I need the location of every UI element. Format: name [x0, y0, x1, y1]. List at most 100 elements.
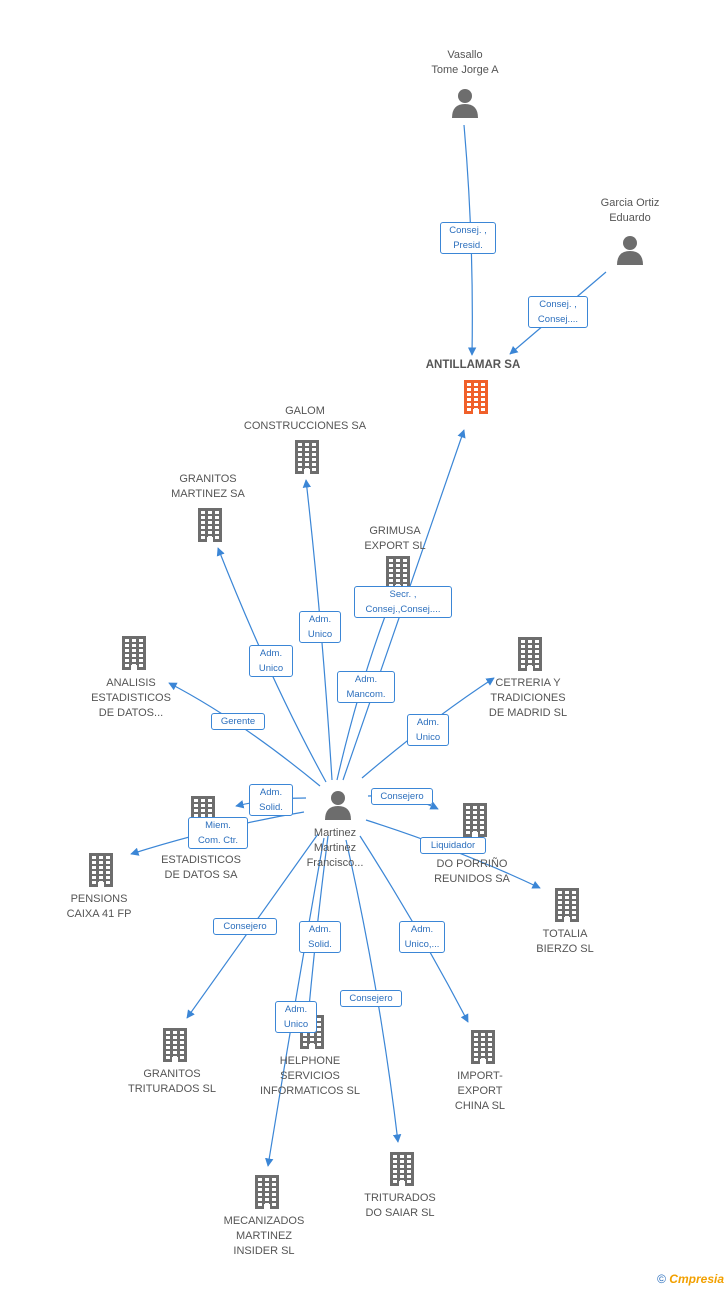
edge-label-line: Miem.: [205, 820, 231, 831]
building-icon[interactable]: [461, 380, 491, 419]
copyright-symbol: ©: [657, 1272, 666, 1286]
node-label-line: ANALISIS: [106, 677, 156, 689]
building-icon[interactable]: [252, 1175, 282, 1214]
edge-label-line: Solid.: [259, 802, 283, 813]
edge-label-line: Unico,...: [404, 939, 440, 950]
empresia-footer[interactable]: © Cmpresia: [657, 1272, 724, 1286]
node-label-line: REUNIDOS SA: [434, 873, 510, 885]
person-icon[interactable]: [324, 790, 352, 825]
node-label-line: ESTADISTICOS: [161, 854, 241, 866]
node-label-line: TRADICIONES: [490, 692, 566, 704]
edge-label-line: Secr. ,: [389, 589, 417, 600]
node-label-granitos_mart[interactable]: GRANITOS MARTINEZ SA: [138, 472, 278, 502]
building-icon[interactable]: [460, 803, 490, 842]
edge-label-martinez-analisis2[interactable]: Adm.Solid.: [249, 784, 293, 816]
node-label-line: MARTINEZ SA: [171, 488, 245, 500]
node-label-line: TOTALIA: [542, 928, 588, 940]
building-icon[interactable]: [292, 440, 322, 479]
building-icon[interactable]: [86, 853, 116, 892]
edge-label-line: Adm.: [308, 924, 332, 935]
building-icon[interactable]: [160, 1028, 190, 1067]
edge-label-vasallo-antillamar[interactable]: Consej. ,Presid.: [440, 222, 496, 254]
edge-label-line: Unico: [283, 1019, 309, 1030]
edge-label-line: Com. Ctr.: [197, 835, 239, 846]
edge-label-martinez-porrino[interactable]: Consejero: [371, 787, 433, 805]
edge-label-line: Unico: [307, 629, 333, 640]
node-label-antillamar[interactable]: ANTILLAMAR SA: [403, 358, 543, 373]
building-icon[interactable]: [383, 556, 413, 595]
edge-label-martinez-mecanizados[interactable]: Adm. Unico: [275, 1001, 317, 1033]
node-label-line: DE DATOS SA: [164, 869, 238, 881]
node-label-line: CONSTRUCCIONES SA: [243, 420, 367, 432]
edge-label-martinez-galom[interactable]: Adm. Unico: [299, 611, 341, 643]
node-label-line: Vasallo: [447, 49, 483, 61]
node-label-line: DO SAIAR SL: [365, 1207, 435, 1219]
node-label-line: Eduardo: [609, 212, 651, 224]
building-icon[interactable]: [119, 636, 149, 675]
node-label-line: DE MADRID SL: [488, 707, 568, 719]
edge-label-line: Liquidador: [430, 839, 476, 851]
edge-label-garcia-antillamar[interactable]: Consej. ,Consej....: [528, 296, 588, 328]
edge-label-line: Adm.: [354, 674, 378, 685]
node-label-line: GALOM: [285, 405, 325, 417]
edge-label-martinez-grimusa[interactable]: Adm. Mancom.: [337, 671, 395, 703]
node-label-line: TRITURADOS SL: [127, 1083, 216, 1095]
edge-label-line: Unico: [415, 732, 441, 743]
edge-label-line: Consejero: [349, 992, 393, 1004]
edge-label-line: Adm.: [308, 614, 332, 625]
edge-label-line: Adm.: [416, 717, 440, 728]
building-icon[interactable]: [387, 1152, 417, 1191]
edge-label-martinez-granitos_mart[interactable]: Adm.Unico: [249, 645, 293, 677]
node-label-line: TRITURADOS: [364, 1192, 436, 1204]
person-icon[interactable]: [616, 235, 644, 270]
building-icon[interactable]: [195, 508, 225, 547]
node-label-line: BIERZO SL: [536, 943, 594, 955]
node-label-line: CETRERIA Y: [495, 677, 561, 689]
building-icon[interactable]: [468, 1030, 498, 1069]
node-label-galom[interactable]: GALOM CONSTRUCCIONES SA: [235, 404, 375, 434]
edge-label-martinez-granitos_trit[interactable]: Consejero: [213, 917, 277, 935]
node-label-line: Garcia Ortiz: [600, 197, 660, 209]
node-label-line: INSIDER SL: [233, 1245, 295, 1257]
node-label-cetreria[interactable]: CETRERIA Y TRADICIONES DE MADRID SL: [458, 676, 598, 721]
edge-label-line: Gerente: [220, 715, 256, 727]
node-label-line: SERVICIOS: [280, 1070, 340, 1082]
edge-label-martinez-import[interactable]: Adm. Unico,...: [399, 921, 445, 953]
edge-label-martinez-cetreria[interactable]: Adm. Unico: [407, 714, 449, 746]
node-label-line: PENSIONS: [70, 893, 128, 905]
edge-label-line: Adm.: [284, 1004, 308, 1015]
edge-label-martinez-totalia[interactable]: Liquidador: [420, 836, 486, 854]
brand-initial: C: [669, 1272, 678, 1286]
node-label-line: GRANITOS: [179, 473, 237, 485]
person-icon[interactable]: [451, 88, 479, 123]
edge-label-martinez-analisis1[interactable]: Gerente: [211, 712, 265, 730]
edge-label-line: Mancom.: [346, 689, 386, 700]
building-icon[interactable]: [515, 637, 545, 676]
node-label-totalia[interactable]: TOTALIA BIERZO SL: [495, 927, 635, 957]
edge-label-line: Adm.: [410, 924, 434, 935]
building-icon[interactable]: [552, 888, 582, 927]
edge-label-line: Consejero: [223, 920, 267, 932]
edge-label-martinez-triturados[interactable]: Consejero: [340, 989, 402, 1007]
edge-label-line: Consejero: [380, 790, 424, 802]
node-label-triturados[interactable]: TRITURADOS DO SAIAR SL: [330, 1191, 470, 1221]
edge-label-martinez-pensions[interactable]: Miem. Com. Ctr.: [188, 817, 248, 849]
edge-label-martinez-helphone[interactable]: Adm.Solid.: [299, 921, 341, 953]
node-label-line: Tome Jorge A: [431, 64, 499, 76]
node-label-line: IMPORT-: [457, 1070, 503, 1082]
edge-label-line: Consej. ,: [539, 299, 577, 310]
edge-label-martinez-antillamar[interactable]: Secr. ,Consej.,Consej....: [354, 586, 452, 618]
node-label-line: MARTINEZ: [235, 1230, 293, 1242]
edge-label-line: Presid.: [453, 240, 483, 251]
